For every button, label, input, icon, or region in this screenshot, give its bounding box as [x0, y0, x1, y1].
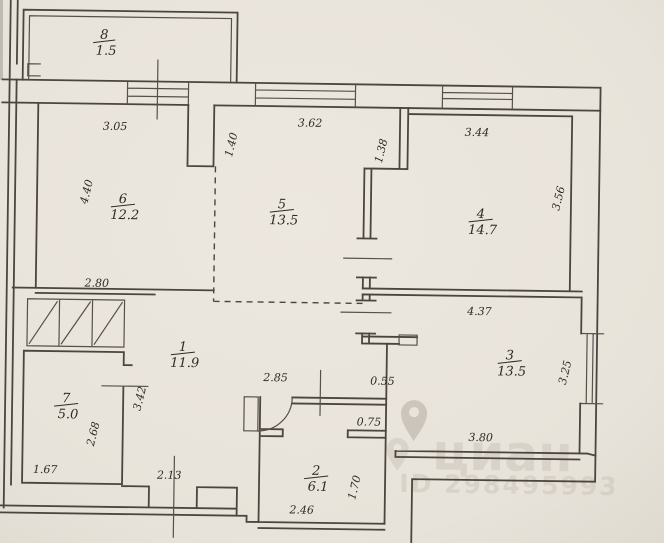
- dim-pier-left: 1.40: [222, 131, 240, 158]
- dim-hall-top: 2.85: [262, 371, 288, 384]
- room8-label: 8 1.5: [93, 28, 117, 59]
- dim-hall-small: 0.55: [370, 375, 395, 388]
- room8-fraction-bar: [93, 39, 116, 44]
- room6-area: 12.2: [110, 208, 139, 223]
- top-outer-wall: [1, 78, 602, 89]
- location-pin-icon-partial: [386, 437, 409, 471]
- pin-hole-small: [393, 443, 402, 452]
- dim-room4-top: 3.44: [465, 126, 490, 139]
- door-marks: [101, 59, 393, 538]
- room5-number: 5: [278, 197, 286, 212]
- door-leaf: [243, 396, 259, 432]
- room2-area: 6.1: [308, 480, 329, 495]
- room6-label: 6 12.2: [110, 192, 139, 223]
- room3-label: 3 13.5: [497, 348, 526, 379]
- door-swing-arc: [257, 397, 293, 432]
- location-pin-icon: [401, 400, 428, 442]
- window-room5: [254, 82, 357, 108]
- dim-room2-opening: 0.75: [357, 415, 382, 428]
- pin-shape: [401, 400, 428, 442]
- dim-room3-bottom: 3.80: [468, 431, 493, 444]
- room3-number: 3: [506, 348, 514, 363]
- room2-walls: [257, 396, 388, 531]
- room2-label: 2 6.1: [304, 464, 329, 495]
- closet-outline: [26, 298, 126, 348]
- dim-room3-right: 3.25: [556, 359, 574, 386]
- room5-right-wall: [356, 107, 410, 290]
- room5-label: 5 13.5: [269, 197, 298, 228]
- room5-dashed-boundary: [212, 166, 367, 305]
- room4-walls: [361, 113, 583, 299]
- balcony-walls: [21, 8, 239, 84]
- dim-hall-bottom: 2.13: [156, 469, 182, 482]
- room8-number: 8: [100, 28, 108, 43]
- listing-id-text: ID 298495993: [399, 469, 619, 501]
- vestibule-wall: [383, 342, 388, 525]
- closet-door-diagonals: [28, 300, 124, 346]
- dim-room6-bottom: 2.80: [83, 277, 109, 290]
- scan-edge-artifact: [0, 0, 3, 80]
- room6-fraction-bar: [110, 203, 135, 208]
- balcony-outline-inner: [28, 15, 233, 83]
- pin-hole: [409, 407, 420, 418]
- room4-label: 4 14.7: [468, 207, 498, 238]
- dim-room7-right: 2.68: [84, 420, 103, 448]
- room2-fraction-bar: [304, 475, 329, 480]
- dim-room2-right: 1.70: [345, 474, 363, 501]
- room-labels: 8 1.5 6 12.2 5 13.5 4 14.7 3: [54, 28, 526, 495]
- room4-fraction-bar: [468, 218, 493, 223]
- room8-area: 1.5: [96, 44, 117, 59]
- room5-area: 13.5: [269, 213, 298, 228]
- dim-room7-bottom: 1.67: [33, 463, 58, 476]
- left-outer-wall: [2, 0, 19, 509]
- window-room3-right: [580, 332, 605, 405]
- dim-room6-top: 3.05: [103, 120, 128, 133]
- room5-fraction-bar: [269, 208, 294, 213]
- room6-walls: [11, 101, 216, 296]
- dim-pier-right: 1.38: [372, 137, 390, 164]
- room1-label: 1 11.9: [170, 340, 199, 371]
- room7-area: 5.0: [58, 407, 79, 422]
- room4-number: 4: [476, 207, 485, 222]
- room3-area: 13.5: [497, 364, 526, 379]
- closet: [26, 298, 126, 348]
- bottom-outer-wall: [0, 485, 260, 523]
- room7-number: 7: [62, 391, 71, 406]
- cian-watermark: циан ID 298495993: [386, 400, 619, 501]
- dim-room5-top: 3.62: [298, 117, 323, 130]
- room1-number: 1: [179, 340, 187, 355]
- interior-walls: [11, 101, 597, 531]
- left-wall-notch: [27, 63, 41, 77]
- dimension-labels-vertical: 4.40 1.40 1.38 3.56 3.25 2.68 3.42 1.70: [77, 131, 574, 501]
- room2-number: 2: [311, 464, 320, 479]
- room1-fraction-bar: [170, 351, 195, 356]
- dim-room4-right: 3.56: [549, 185, 567, 212]
- window-room6: [126, 81, 190, 105]
- dim-room3-top: 4.37: [466, 305, 492, 318]
- room4-area: 14.7: [468, 223, 498, 238]
- room3-fraction-bar: [497, 360, 522, 364]
- outer-walls: [0, 0, 602, 543]
- room2-door: [243, 396, 293, 432]
- room7-walls: [21, 349, 133, 486]
- room7-fraction-bar: [54, 402, 79, 407]
- dimension-labels: 3.05 3.62 3.44 2.80 4.37 2.85 0.55 0.75 …: [33, 117, 493, 517]
- balcony-outline-outer: [21, 8, 239, 84]
- windows-top-wall: [126, 81, 514, 110]
- room7-label: 7 5.0: [54, 391, 79, 422]
- room6-number: 6: [119, 192, 127, 207]
- dim-room2-bottom: 2.46: [288, 503, 314, 516]
- radiator: [398, 334, 418, 346]
- room3-walls: [355, 293, 597, 461]
- right-outer-wall: [410, 86, 602, 543]
- dim-hall-left: 3.42: [131, 385, 149, 412]
- window-room4: [441, 85, 514, 110]
- room1-area: 11.9: [170, 356, 199, 371]
- dim-room6-left: 4.40: [77, 178, 96, 206]
- pin-shape-small: [386, 437, 409, 471]
